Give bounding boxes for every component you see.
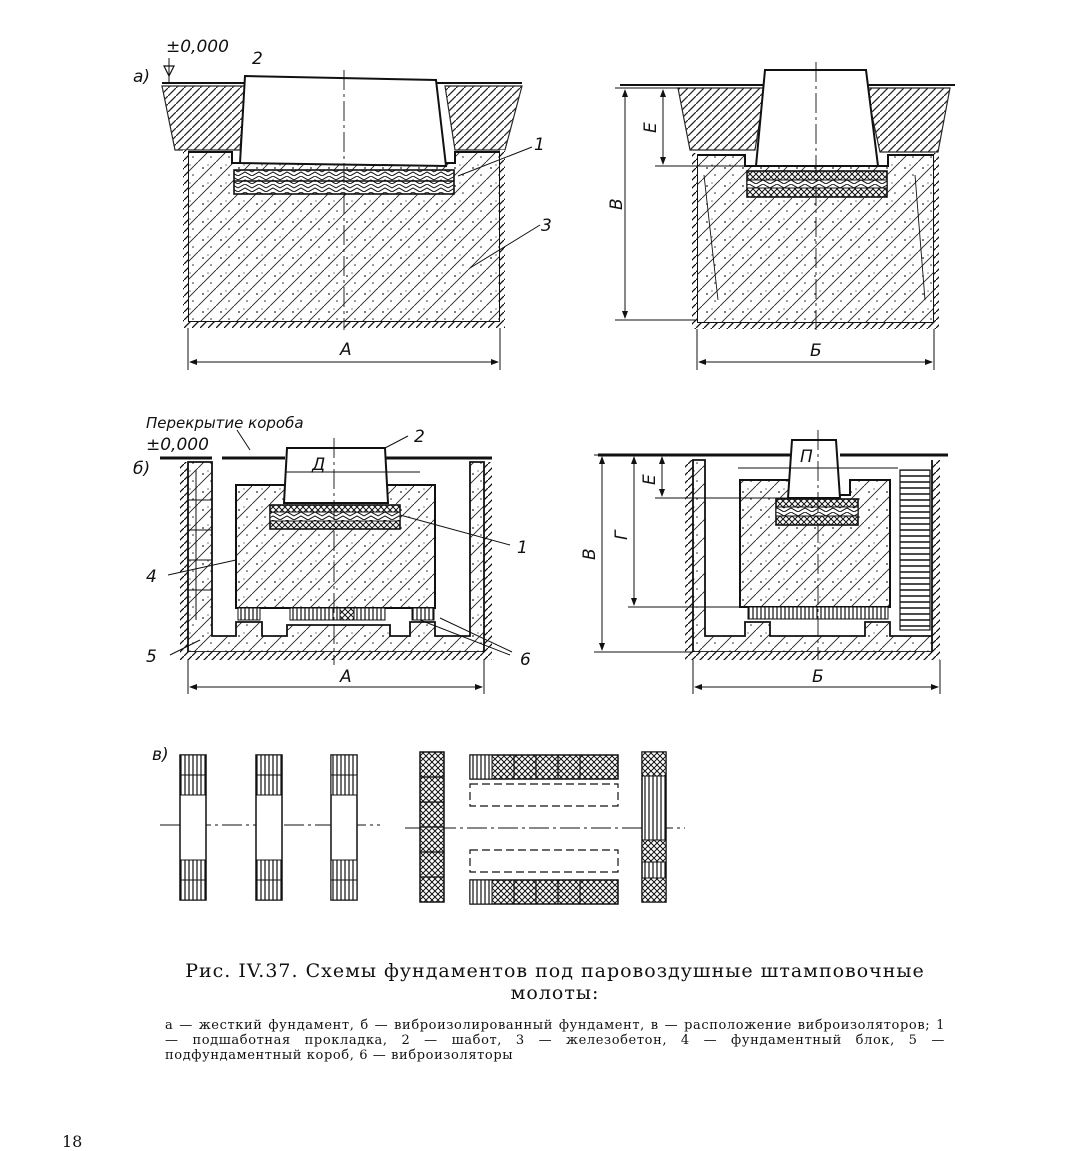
page-number: 18 <box>62 1132 83 1151</box>
label-part-v: в) <box>152 745 169 765</box>
label-anvil-a: 2 <box>252 49 263 69</box>
label-concrete-a: 3 <box>541 216 552 236</box>
label-dim-p: П <box>800 447 813 467</box>
scheme-v-isolator-layouts <box>160 751 685 905</box>
label-dim-d: Д <box>311 455 325 475</box>
label-level-b: ±0,000 <box>146 435 209 455</box>
label-dim-b: Б <box>810 341 822 361</box>
label-isolators: 6 <box>520 650 531 670</box>
label-dim-v2: В <box>580 548 600 560</box>
label-pad-b: 1 <box>517 538 528 558</box>
isolator-column-1 <box>179 754 207 901</box>
label-anvil-b: 2 <box>414 427 425 447</box>
label-block: 4 <box>146 567 157 587</box>
isolator-column-3 <box>330 754 358 901</box>
label-pad-a: 1 <box>534 135 545 155</box>
label-level-a: ±0,000 <box>166 37 229 57</box>
figure-caption-body: а — жесткий фундамент, б — виброизолиров… <box>165 1018 945 1063</box>
label-dim-b2: Б <box>812 667 824 687</box>
scheme-b-isolated-right <box>594 430 948 694</box>
label-dim-v: В <box>607 198 627 210</box>
isolator-column-5 <box>641 751 667 903</box>
isolator-row-top <box>469 754 619 807</box>
label-dim-a2: А <box>339 667 352 687</box>
label-subbox: 5 <box>146 647 157 667</box>
isolator-column-4 <box>419 751 445 903</box>
label-dim-e2: Е <box>640 474 660 485</box>
label-box-cover: Перекрытие короба <box>146 414 304 432</box>
label-dim-g: Г <box>612 529 632 540</box>
label-part-b: б) <box>133 459 150 479</box>
figure-caption-title: Рис. IV.37. Схемы фундаментов под парово… <box>185 960 925 1004</box>
isolator-row-bottom <box>469 849 619 905</box>
label-dim-a: А <box>339 340 352 360</box>
label-dim-e: Е <box>641 122 661 133</box>
scheme-a-rigid-left <box>161 58 541 370</box>
isolator-column-2 <box>255 754 283 901</box>
scheme-b-isolated-left <box>160 429 513 694</box>
scheme-a-rigid-right <box>615 62 955 370</box>
label-part-a: а) <box>133 67 150 87</box>
